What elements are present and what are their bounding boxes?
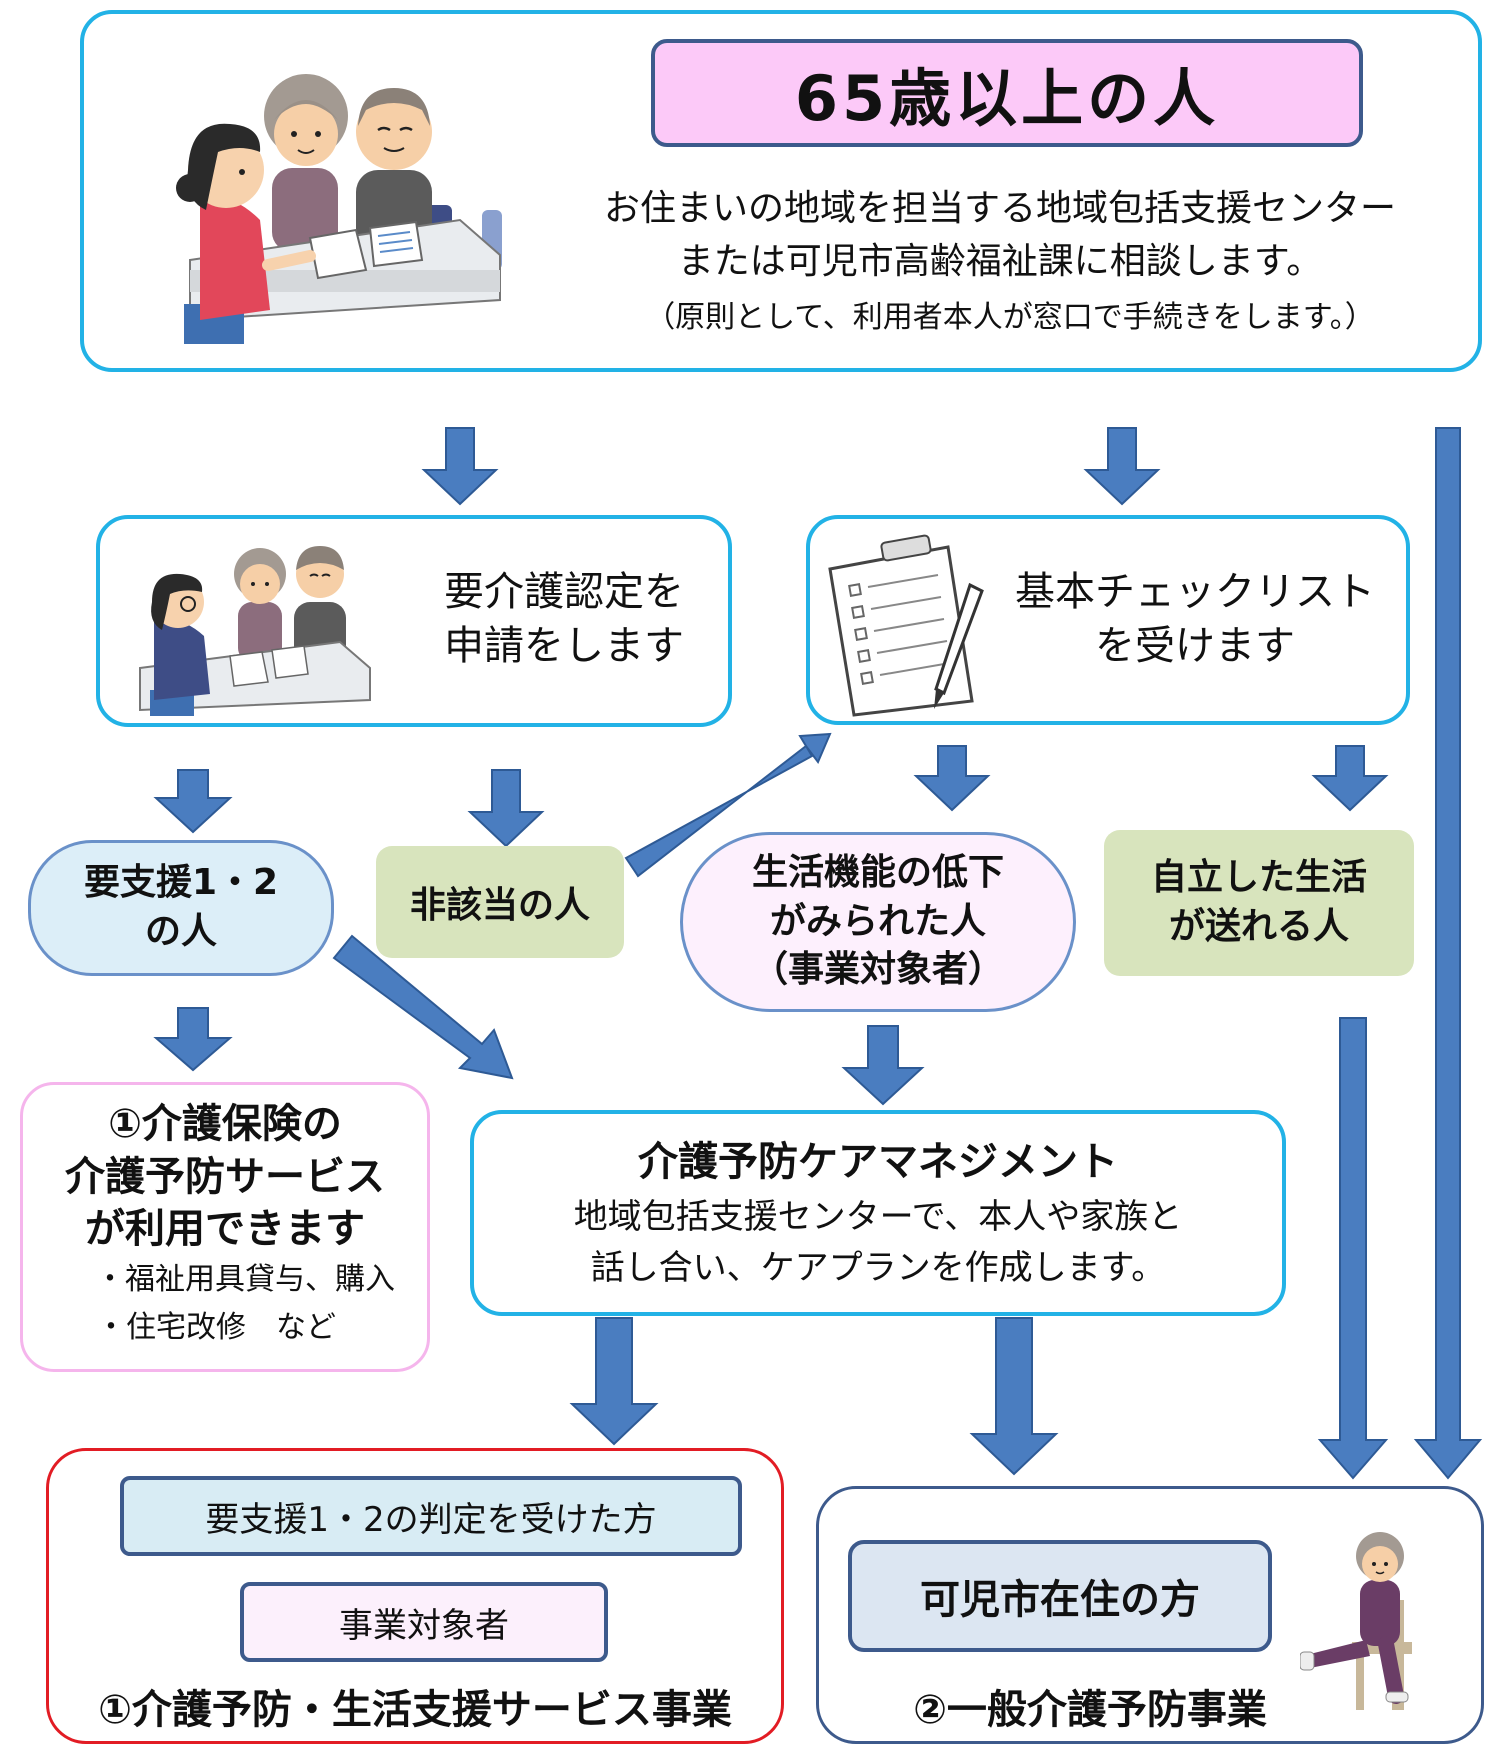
label-kani-resident: 可児市在住の方 — [848, 1540, 1272, 1652]
arrow-down-to-caremgmt — [841, 1025, 925, 1106]
general-project-title: ②一般介護予防事業 — [913, 1687, 1267, 1733]
independent-line-1: 自立した生活 — [1150, 857, 1367, 899]
care-management-line-2: 話し合い、ケアプランを作成します。 — [590, 1248, 1166, 1288]
clipboard-icon — [828, 534, 984, 717]
arrow-down-from-independent — [1317, 1017, 1389, 1480]
decline-line-3: （事業対象者） — [751, 949, 1004, 991]
checklist-text: 基本チェックリスト を受けます — [1000, 554, 1390, 684]
arrow-down-right-long — [1413, 427, 1483, 1480]
label-support12-judged: 要支援1・2の判定を受けた方 — [120, 1476, 742, 1556]
independent-box: 自立した生活 が送れる人 — [1104, 830, 1414, 976]
arrow-diagonal-to-checklist — [624, 732, 832, 878]
exercise-illustration — [1300, 1532, 1412, 1710]
support12-line-2: の人 — [144, 911, 217, 952]
support12-box: 要支援1・2 の人 — [28, 840, 334, 976]
arrow-down-to-general-project — [969, 1317, 1059, 1476]
not-applicable-box: 非該当の人 — [376, 846, 624, 958]
intro-line-1: お住まいの地域を担当する地域包括支援センター — [603, 188, 1396, 229]
apply-line-2: 申請をします — [444, 623, 684, 669]
service-project-title: ①介護予防・生活支援サービス事業 — [98, 1687, 732, 1733]
insurance-item-1: ・福祉用具貸与、購入 — [95, 1262, 395, 1298]
care-management-title: 介護予防ケアマネジメント — [638, 1139, 1118, 1185]
arrow-down-to-not-applicable — [467, 769, 545, 848]
arrow-down-to-support12 — [153, 769, 233, 834]
label-business-target: 事業対象者 — [240, 1582, 608, 1662]
apply-text: 要介護認定を 申請をします — [404, 554, 724, 684]
insurance-box — [20, 1082, 430, 1372]
checklist-line-2: を受けます — [1095, 623, 1295, 669]
apply-line-1: 要介護認定を — [444, 569, 684, 615]
insurance-item-2: ・住宅改修 など — [96, 1310, 336, 1346]
checklist-line-1: 基本チェックリスト — [1015, 569, 1375, 615]
page-title: 65歳以上の人 — [651, 39, 1363, 147]
arrow-down-to-checklist — [1083, 427, 1161, 506]
support12-line-1: 要支援1・2 — [83, 862, 279, 904]
insurance-line-1: ①介護保険の — [108, 1100, 342, 1147]
insurance-text: ①介護保険の 介護予防サービス が利用できます ・福祉用具貸与、購入 ・住宅改修… — [20, 1090, 430, 1360]
care-management-line-1: 地域包括支援センターで、本人や家族と — [573, 1197, 1183, 1237]
consultation-small-illustration — [139, 546, 371, 716]
arrow-down-to-decline — [913, 745, 991, 812]
decline-line-2: がみられた人 — [769, 900, 986, 942]
arrow-down-to-service-project — [569, 1317, 659, 1446]
consultation-illustration — [176, 74, 502, 344]
arrow-diagonal-to-caremgmt — [332, 934, 514, 1080]
arrow-down-to-independent — [1311, 745, 1389, 812]
care-management-box: 介護予防ケアマネジメント 地域包括支援センターで、本人や家族と 話し合い、ケアプ… — [470, 1110, 1286, 1316]
arrow-down-to-insurance — [153, 1007, 233, 1072]
decline-line-1: 生活機能の低下 — [751, 852, 1004, 894]
intro-note: （原則として、利用者本人が窓口で手続きをします。） — [645, 300, 1375, 335]
independent-line-2: が送れる人 — [1168, 906, 1349, 947]
insurance-line-3: が利用できます — [85, 1206, 365, 1253]
intro-line-2: または可児市高齢福祉課に相談します。 — [677, 241, 1323, 282]
decline-box: 生活機能の低下 がみられた人 （事業対象者） — [680, 832, 1076, 1012]
arrow-down-to-apply — [421, 427, 499, 506]
insurance-line-2: 介護予防サービス — [65, 1153, 385, 1200]
